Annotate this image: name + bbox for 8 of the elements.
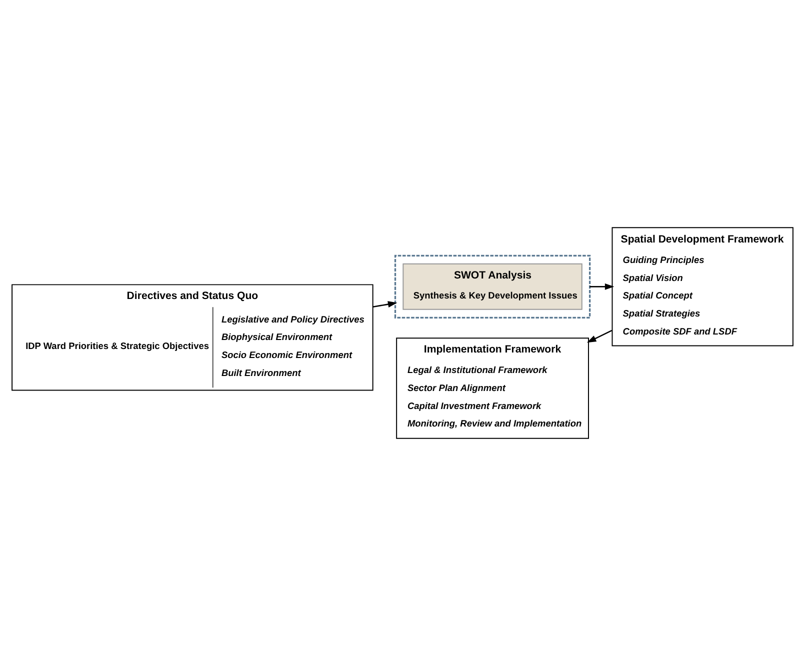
arrow <box>372 301 398 308</box>
node-box: Directives and Status Quo IDP Ward Priorities & Strategic Objectives Legislative and Policy Directives Biophysical Environment Socio Economic Environment Built Environment <box>12 284 374 391</box>
arrow <box>590 283 614 290</box>
node-box: SWOT Analysis Synthesis & Key Development Issues <box>402 263 582 310</box>
node-box: Implementation Framework Legal & Institutional Framework Sector Plan Alignment Capital Investment Framework Monitoring, Review and Implementation <box>396 338 589 439</box>
cluster <box>394 254 591 318</box>
arrow <box>586 330 612 343</box>
node-box: Spatial Development Framework Guiding Principles Spatial Vision Spatial Concept Spatial Strategies Composite SDF and LSDF <box>612 227 794 346</box>
